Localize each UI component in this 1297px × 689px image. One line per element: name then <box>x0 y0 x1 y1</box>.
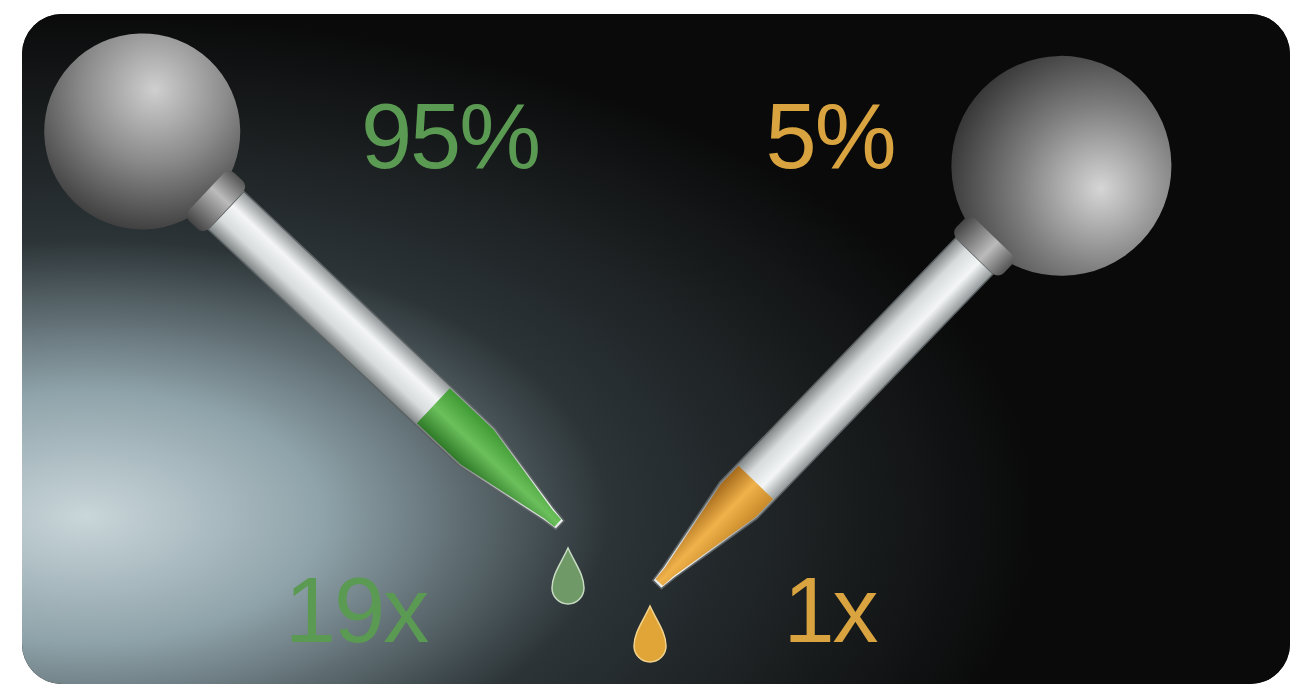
green-drop <box>552 548 584 604</box>
orange-drop <box>634 606 666 662</box>
left-dropper <box>22 14 627 596</box>
ratio-label: 19x <box>285 564 427 656</box>
right-dropper <box>578 14 1217 661</box>
percentage-label: 95% <box>361 90 539 182</box>
ratio-label: 1x <box>783 564 876 656</box>
percentage-label: 5% <box>766 90 895 182</box>
